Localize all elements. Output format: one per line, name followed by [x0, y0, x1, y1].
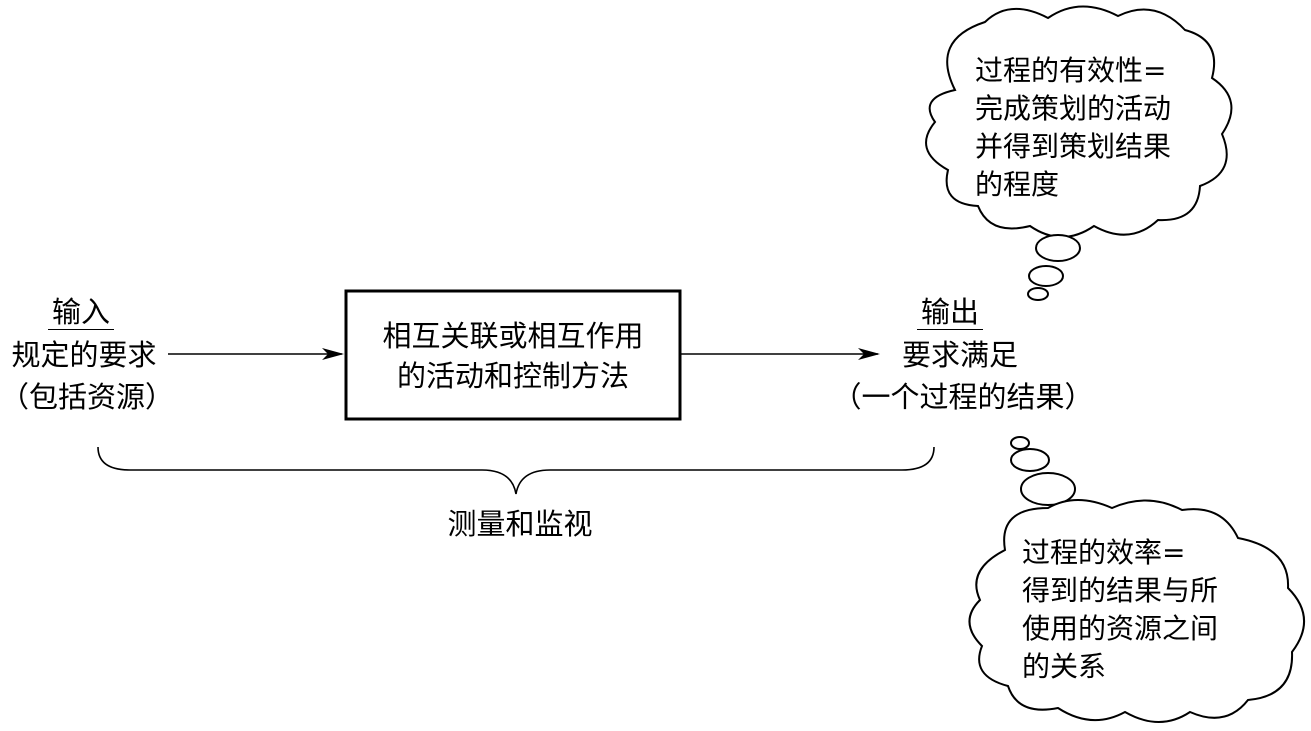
input-heading: 输入 [47, 295, 114, 330]
efficiency-line: 的关系 [1022, 650, 1107, 683]
output-line1: 要求满足 [901, 338, 1018, 372]
efficiency-cloud [968, 436, 1306, 723]
process-line1: 相互关联或相互作用 [382, 319, 644, 353]
efficiency-line: 过程的效率= [1022, 536, 1186, 569]
process-box [344, 289, 682, 421]
efficiency-text: 过程的效率= 得到的结果与所 使用的资源之间 的关系 [1022, 534, 1218, 686]
output-block: 输出 [880, 294, 1020, 331]
efficiency-line: 使用的资源之间 [1022, 612, 1219, 645]
effectiveness-text: 过程的有效性= 完成策划的活动 并得到策划结果 的程度 [975, 52, 1171, 204]
efficiency-line: 得到的结果与所 [1022, 574, 1219, 607]
effectiveness-line: 完成策划的活动 [975, 92, 1172, 125]
effectiveness-line: 并得到策划结果 [975, 130, 1172, 163]
effectiveness-cloud [925, 5, 1233, 301]
effectiveness-line: 过程的有效性= [975, 54, 1167, 87]
process-line2: 的活动和控制方法 [396, 359, 629, 393]
input-line2: （包括资源） [0, 380, 175, 414]
output-heading: 输出 [916, 295, 983, 330]
measure-brace [97, 446, 935, 495]
output-line2: （一个过程的结果） [832, 380, 1094, 414]
input-block: 输入 [0, 294, 162, 331]
effectiveness-line: 的程度 [975, 168, 1060, 201]
input-line1: 规定的要求 [11, 338, 157, 372]
measure-label: 测量和监视 [447, 507, 593, 541]
